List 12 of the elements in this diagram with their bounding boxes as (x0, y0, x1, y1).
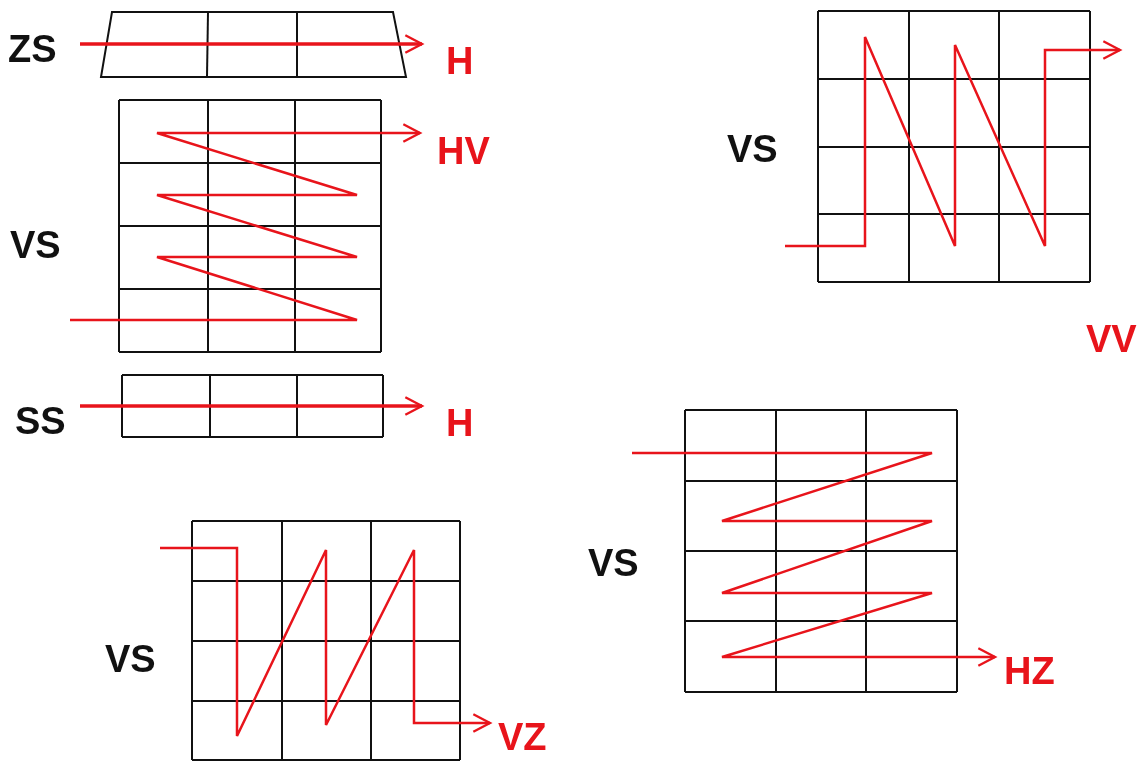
scan-type-label: SS (15, 402, 66, 440)
scan-direction-label: VV (1086, 320, 1137, 358)
scan-direction-label: VZ (498, 718, 547, 756)
scan-direction-label: HZ (1004, 652, 1055, 690)
scan-type-label: ZS (8, 30, 57, 68)
scan-direction-label: H (446, 404, 474, 442)
scan-type-label: VS (105, 640, 156, 678)
scan-type-label: VS (10, 226, 61, 264)
scan-type-label: VS (588, 544, 639, 582)
scan-type-label: VS (727, 130, 778, 168)
scan-direction-label: HV (437, 132, 490, 170)
scan-direction-label: H (446, 42, 474, 80)
